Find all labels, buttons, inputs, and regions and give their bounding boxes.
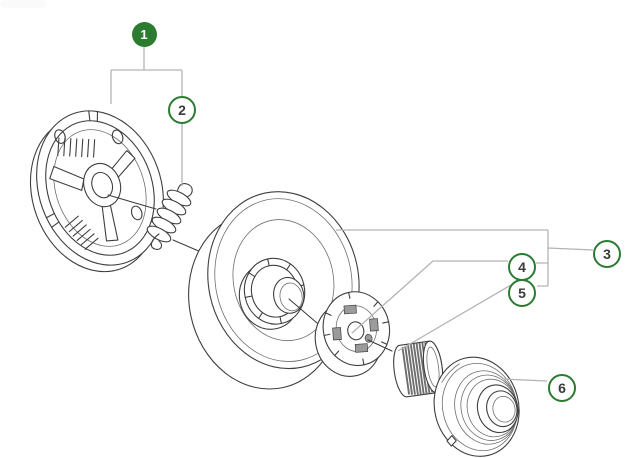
callout-1-badge[interactable]: 1 — [131, 21, 157, 47]
clutch-spring-coil-lower — [64, 215, 99, 250]
callout-6-leader-line — [502, 378, 548, 382]
spring-bottom-hook — [150, 233, 163, 250]
callout-4-leader-line — [351, 260, 508, 334]
callout-3-bracket-line — [336, 229, 594, 287]
sprocket-drive-lugs — [332, 304, 379, 353]
axis-line-sprocket-to-bearing — [367, 339, 393, 352]
sprocket-rim-notches — [323, 291, 390, 366]
callout-2-balloon[interactable]: 2 — [168, 96, 196, 124]
page-edge-artifact — [0, 0, 46, 8]
tension-spring-drawing — [146, 183, 193, 250]
drum-bore — [273, 276, 305, 314]
cover-cut-line — [441, 363, 460, 383]
cover-boss-face — [486, 390, 518, 428]
clutch-shoe-holes — [54, 129, 143, 221]
drum-face-margin — [214, 198, 353, 362]
drum-bore-shade — [279, 282, 303, 312]
callout-leader-lines — [110, 46, 594, 382]
callout-4-balloon[interactable]: 4 — [508, 253, 536, 281]
callout-1-bracket-line — [110, 46, 183, 104]
clutch-face-edge — [53, 129, 147, 247]
axis-line-spring-to-drum — [172, 239, 202, 253]
clutch-rim-inner-edge — [45, 120, 155, 256]
axis-line-clutch-to-spring — [107, 194, 157, 210]
cover-tab — [446, 435, 457, 447]
cover-washer-drawing — [433, 356, 520, 457]
drum-recess-ring — [232, 219, 335, 342]
callout-5-balloon[interactable]: 5 — [508, 279, 536, 307]
clutch-assembly-drawing — [29, 110, 164, 273]
callout-5-leader-line — [397, 284, 512, 352]
clutch-hub-bore — [91, 171, 114, 199]
callout-3-balloon[interactable]: 3 — [593, 240, 621, 268]
sprocket-pin-hole — [364, 333, 373, 343]
bearing-end-ring-inner — [426, 346, 440, 388]
cover-boss-inner — [492, 395, 516, 423]
callout-6-balloon[interactable]: 6 — [548, 374, 576, 402]
